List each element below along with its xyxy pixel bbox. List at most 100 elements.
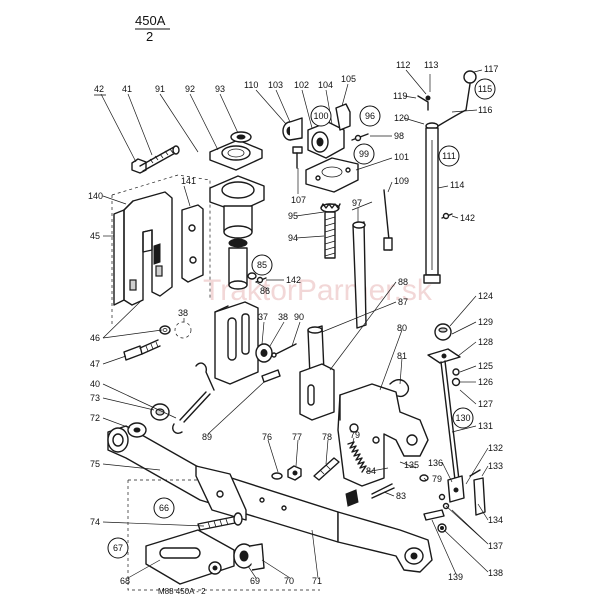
part-clip-81: [389, 379, 410, 398]
diagram-title-line2: 2: [146, 29, 153, 44]
circle-111: [438, 145, 460, 167]
label-132: 132: [488, 443, 503, 453]
part-pin-138: [423, 509, 447, 533]
label-94: 94: [288, 233, 298, 243]
part-pin-40: [172, 391, 211, 434]
part-rod-109: [383, 189, 393, 251]
circle-66: [153, 497, 175, 519]
part-clip-119: [417, 95, 431, 111]
part-pin-90: [271, 343, 297, 358]
circle-130: [452, 407, 474, 429]
label-104: 104: [318, 80, 333, 90]
label-98: 98: [394, 131, 404, 141]
label-38-left: 38: [178, 308, 188, 318]
label-109: 109: [394, 176, 409, 186]
circle-100: [310, 105, 332, 127]
label-117: 117: [484, 64, 498, 74]
circled-label-67: 67: [113, 543, 123, 553]
part-plate-128: [427, 348, 461, 364]
part-clevis-88: [299, 325, 335, 421]
circle-85: [251, 254, 273, 276]
label-86: 86: [260, 286, 270, 296]
part-pin-107: [292, 146, 303, 169]
part-pin-47: [123, 339, 161, 361]
part-number-labels: 42 41 91 92 93 110 103 102 104 105 112 1…: [88, 60, 503, 586]
label-103: 103: [268, 80, 283, 90]
part-pin-38a: [174, 321, 215, 391]
part-spring-84: [345, 441, 367, 507]
label-92: 92: [185, 84, 195, 94]
part-ball-124: [434, 323, 452, 341]
label-97: 97: [352, 198, 362, 208]
label-138: 138: [488, 568, 503, 578]
part-cover-plate-92: [209, 139, 263, 171]
part-ball-joint-69: [233, 543, 265, 571]
circle-99: [353, 143, 375, 165]
label-76: 76: [262, 432, 272, 442]
label-89: 89: [202, 432, 212, 442]
label-101: 101: [394, 152, 409, 162]
footer-reference: M88 450A - 2: [158, 587, 206, 596]
label-71: 71: [312, 576, 322, 586]
part-bushing-103: [282, 117, 303, 141]
label-38-right: 38: [278, 312, 288, 322]
part-pin-78: [313, 457, 340, 481]
label-93: 93: [215, 84, 225, 94]
part-bracket-136: [438, 475, 465, 510]
circled-label-111: 111: [442, 151, 456, 161]
label-136: 136: [428, 458, 443, 468]
part-washer-37: [255, 343, 273, 363]
label-131: 131: [478, 421, 493, 431]
part-tube-114: [423, 122, 441, 284]
part-knuckle-102: [307, 103, 351, 159]
label-137: 137: [488, 541, 503, 551]
lower-assembly-outline: [127, 479, 320, 591]
part-latch-133: [469, 469, 486, 516]
label-88: 88: [398, 277, 408, 287]
part-bearing-93: [230, 131, 252, 143]
part-plate-141: [181, 204, 204, 283]
label-91: 91: [155, 84, 165, 94]
label-135: 135: [404, 460, 419, 470]
label-45: 45: [90, 231, 100, 241]
part-slotted-block: [214, 301, 259, 385]
part-bolt-74: [197, 512, 243, 531]
label-70: 70: [284, 576, 294, 586]
label-142-lower: 142: [286, 275, 301, 285]
label-126: 126: [478, 377, 493, 387]
part-bracket-140: [113, 191, 173, 306]
label-112: 112: [396, 60, 410, 70]
part-shaft-97: [351, 201, 373, 329]
diagram-title-line1: 450A: [135, 13, 166, 28]
part-rod-131: [440, 360, 460, 481]
label-84: 84: [366, 466, 376, 476]
part-pin-89: [261, 369, 281, 383]
label-134: 134: [488, 515, 503, 525]
label-128: 128: [478, 337, 493, 347]
label-141: 141: [181, 176, 196, 186]
label-80: 80: [397, 323, 407, 333]
label-78: 78: [322, 432, 332, 442]
label-110: 110: [244, 80, 258, 90]
part-housing-91: [209, 175, 265, 290]
part-nut-77: [287, 465, 302, 481]
label-139: 139: [448, 572, 463, 582]
label-140: 140: [88, 191, 103, 201]
part-small-bolt-98: [351, 133, 369, 142]
circled-label-96: 96: [365, 111, 375, 121]
label-79-upper: 79: [350, 430, 360, 440]
label-75: 75: [90, 459, 100, 469]
label-77: 77: [292, 432, 302, 442]
circled-label-66: 66: [159, 503, 169, 513]
part-cap-85: [247, 272, 257, 280]
part-screw-142b: [255, 276, 267, 284]
part-plate-68: [145, 529, 235, 585]
circled-label-115: 115: [478, 84, 492, 94]
label-83: 83: [396, 491, 406, 501]
label-105: 105: [341, 74, 356, 84]
part-roller-73: [150, 403, 170, 421]
circled-label-85: 85: [257, 260, 267, 270]
label-72: 72: [90, 413, 100, 423]
